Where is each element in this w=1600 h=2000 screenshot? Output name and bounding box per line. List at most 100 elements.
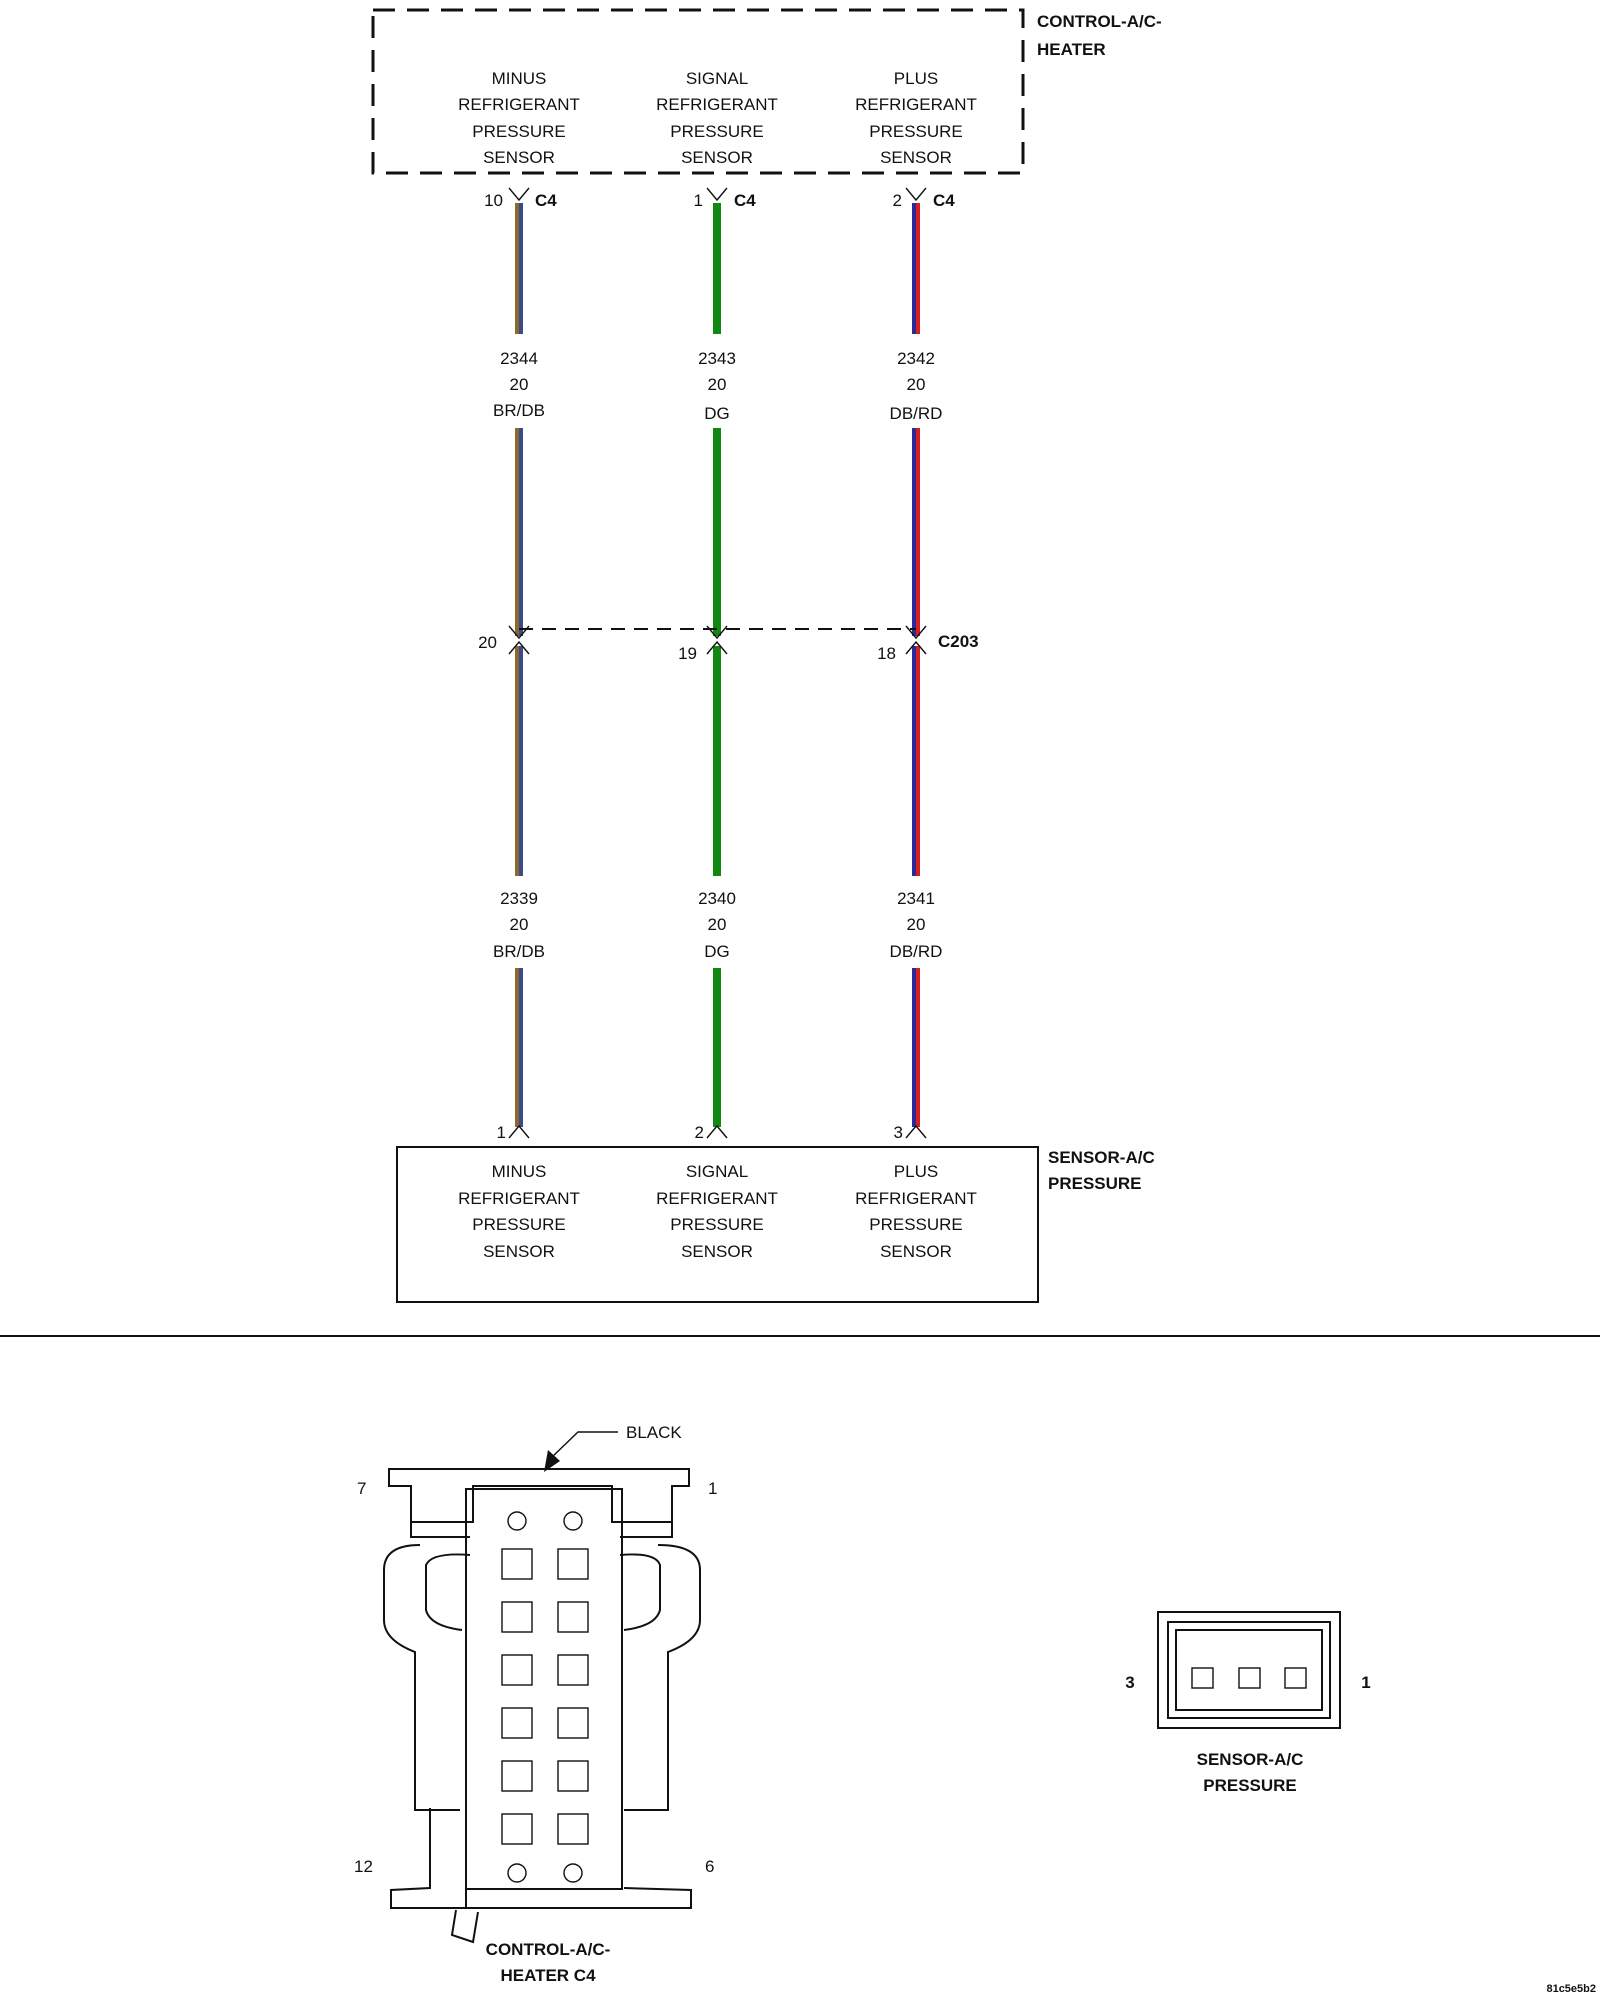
- c203-pin-1: 20: [478, 633, 497, 652]
- sensor-view-pin-left: 3: [1125, 1673, 1134, 1692]
- c4-cavity-round-bottom-2: [563, 1863, 583, 1883]
- control-module-box: [371, 8, 1025, 175]
- control-function-3-line3: PRESSURE: [869, 122, 963, 141]
- sensor-view-caption-line1: SENSOR-A/C: [1197, 1750, 1304, 1769]
- lower-wire-2-gauge: 20: [708, 915, 727, 934]
- sensor-function-3-line3: PRESSURE: [869, 1215, 963, 1234]
- c4-cavity-square-6-1: [501, 1813, 533, 1845]
- c4-cavity-square-2-2: [557, 1601, 589, 1633]
- lower-wire-3-circuit: 2341: [897, 889, 935, 908]
- c4-left-inner-latch: [425, 1553, 471, 1631]
- control-function-1-line1: MINUS: [492, 69, 547, 88]
- sensor-function-1-line3: PRESSURE: [472, 1215, 566, 1234]
- lower-wire-1-circuit: 2339: [500, 889, 538, 908]
- c4-key-tab: [450, 1909, 479, 1944]
- sensor-cavity-1: [1284, 1667, 1307, 1689]
- lower-wire-1-color: BR/DB: [493, 942, 545, 961]
- control-connector-label-2: C4: [734, 191, 756, 210]
- sensor-connector-outer: [1157, 1611, 1341, 1729]
- sensor-connector-mid: [1167, 1621, 1331, 1719]
- upper-wire-3-circuit: 2342: [897, 349, 935, 368]
- c203-pin-2: 19: [678, 644, 697, 663]
- upper-wire-2-circuit: 2343: [698, 349, 736, 368]
- control-module-functions: MINUS REFRIGERANT PRESSURE SENSOR SIGNAL…: [458, 69, 977, 167]
- c4-cavity-square-5-1: [501, 1760, 533, 1792]
- c4-cavity-round-bottom-1: [507, 1863, 527, 1883]
- control-function-1-line2: REFRIGERANT: [458, 95, 580, 114]
- c4-body: [465, 1488, 623, 1890]
- control-connector-label-1: C4: [535, 191, 557, 210]
- c203-terminal-2: [706, 625, 728, 655]
- c4-pin-top-left: 7: [357, 1479, 366, 1498]
- sensor-terminal-1: [508, 1124, 530, 1139]
- upper-wire-2-color: DG: [704, 404, 730, 423]
- upper-wire-3-gauge: 20: [907, 375, 926, 394]
- upper-wire-1-color: BR/DB: [493, 401, 545, 420]
- sensor-view-caption-line2: PRESSURE: [1203, 1776, 1297, 1795]
- c4-cavity-round-top-2: [563, 1511, 583, 1531]
- c4-cavity-square-4-2: [557, 1707, 589, 1739]
- c4-pin-bottom-right: 6: [705, 1857, 714, 1876]
- c4-pin-top-right: 1: [708, 1479, 717, 1498]
- c4-caption-line2: HEATER C4: [500, 1966, 596, 1985]
- control-pin-1: 10: [484, 191, 503, 210]
- c4-cavity-square-2-1: [501, 1601, 533, 1633]
- c4-left-latch: [383, 1544, 460, 1811]
- c203-label: C203: [938, 632, 979, 651]
- c203-connector: 20 19 18 C203: [478, 625, 979, 663]
- sensor-function-1-line1: MINUS: [492, 1162, 547, 1181]
- control-connector-label-3: C4: [933, 191, 955, 210]
- c4-cavity-square-3-2: [557, 1654, 589, 1686]
- control-terminal-1: [508, 187, 530, 202]
- c4-cavities: [501, 1511, 589, 1883]
- control-pin-3: 2: [893, 191, 902, 210]
- lower-wire-2-circuit: 2340: [698, 889, 736, 908]
- c4-cavity-round-top-1: [507, 1511, 527, 1531]
- control-function-1-line3: PRESSURE: [472, 122, 566, 141]
- upper-wire-1-circuit: 2344: [500, 349, 538, 368]
- lower-wire-2-color: DG: [704, 942, 730, 961]
- c4-caption-line1: CONTROL-A/C-: [486, 1940, 611, 1959]
- control-connector-pins: 10 C4 1 C4 2 C4: [484, 191, 955, 210]
- sensor-function-2-line4: SENSOR: [681, 1242, 753, 1261]
- sensor-terminal-2: [706, 1124, 728, 1139]
- c203-pin-3: 18: [877, 644, 896, 663]
- control-function-3-line2: REFRIGERANT: [855, 95, 977, 114]
- sensor-module-functions: MINUS REFRIGERANT PRESSURE SENSOR SIGNAL…: [458, 1162, 977, 1261]
- c4-color-label: BLACK: [626, 1423, 682, 1442]
- lower-wire-3-color: DB/RD: [890, 942, 943, 961]
- sensor-cavity-3: [1191, 1667, 1214, 1689]
- sensor-pin-3: 3: [894, 1123, 903, 1142]
- c203-terminal-3: [905, 625, 927, 655]
- control-function-1-line4: SENSOR: [483, 148, 555, 167]
- sensor-module-box: [396, 1146, 1039, 1303]
- c4-cavity-square-6-2: [557, 1813, 589, 1845]
- sensor-connector-inner: [1175, 1629, 1323, 1711]
- control-pin-2: 1: [694, 191, 703, 210]
- c4-color-leader: [550, 1431, 618, 1459]
- c4-connector-view: BLACK 7 1 12 6 CONTROL-A/C- HEATER C4: [354, 1423, 717, 1985]
- sensor-terminals: 1 2 3: [497, 1123, 927, 1142]
- c4-color-arrow: [544, 1450, 560, 1472]
- control-function-2-line4: SENSOR: [681, 148, 753, 167]
- upper-wire-2-gauge: 20: [708, 375, 727, 394]
- c4-bottom-ledge: [390, 1808, 692, 1909]
- control-terminal-3: [905, 187, 927, 202]
- sensor-pin-2: 2: [695, 1123, 704, 1142]
- image-id-label: 81c5e5b2: [1546, 1983, 1596, 1995]
- sensor-connector-view: 3 1 SENSOR-A/C PRESSURE: [1125, 1611, 1371, 1795]
- upper-wire-labels: 2344 20 BR/DB 2343 20 DG 2342 20 DB/RD: [493, 349, 942, 423]
- c4-right-latch: [624, 1544, 701, 1811]
- upper-wire-1-gauge: 20: [510, 375, 529, 394]
- control-terminal-2: [706, 187, 728, 202]
- lower-wire-1-gauge: 20: [510, 915, 529, 934]
- sensor-function-3-line2: REFRIGERANT: [855, 1189, 977, 1208]
- control-function-2-line2: REFRIGERANT: [656, 95, 778, 114]
- sensor-pin-1: 1: [497, 1123, 506, 1142]
- c4-cavity-square-1-2: [557, 1548, 589, 1580]
- sensor-view-pin-right: 1: [1361, 1673, 1370, 1692]
- sensor-function-1-line2: REFRIGERANT: [458, 1189, 580, 1208]
- control-function-3-line4: SENSOR: [880, 148, 952, 167]
- sensor-function-2-line3: PRESSURE: [670, 1215, 764, 1234]
- sensor-cavity-2: [1238, 1667, 1261, 1689]
